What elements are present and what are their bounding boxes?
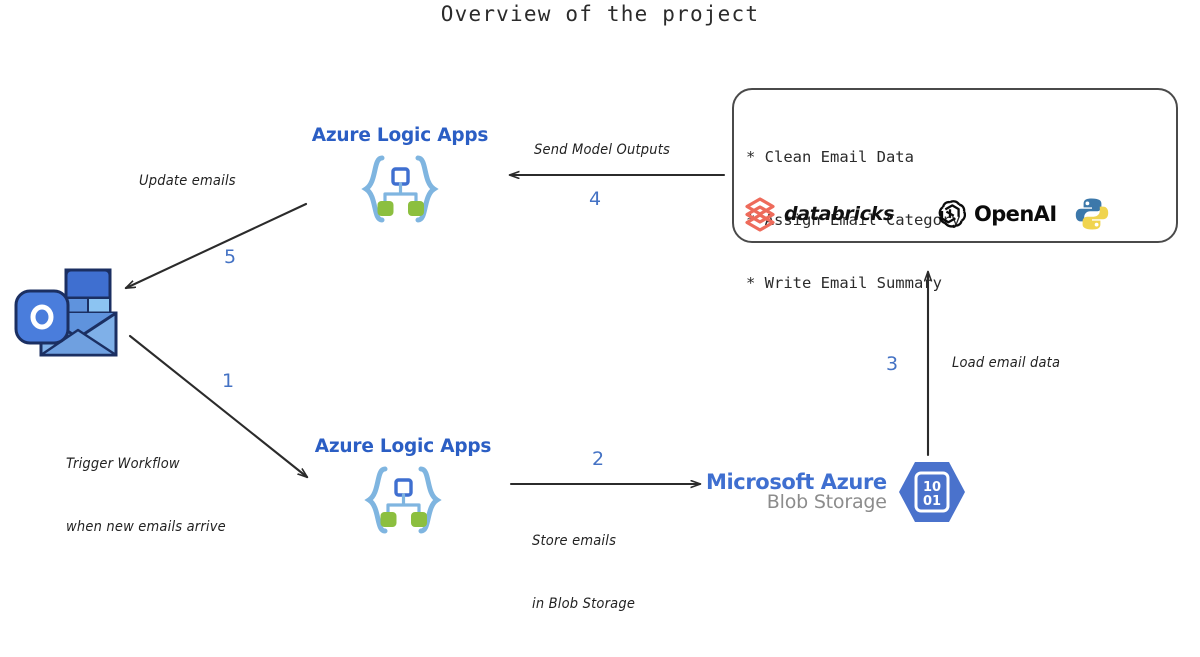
blob-storage-line1: Microsoft Azure [706,470,887,494]
arrow-1-label-line1: Trigger Workflow [66,456,180,473]
blob-storage-node[interactable]: Microsoft Azure Blob Storage 10 01 [706,460,967,524]
blob-storage-line2: Blob Storage [766,491,887,514]
arrow-2-label: Store emails in Blob Storage [532,489,635,657]
logic-apps-top-title: Azure Logic Apps [311,125,489,146]
blob-icon-digits-top: 10 [923,480,941,495]
arrow-4-step: 4 [589,188,602,210]
arrow-4-label: Send Model Outputs [534,142,671,158]
arrow-2-label-line2: in Blob Storage [532,596,636,613]
databricks-logo: databricks [744,192,894,236]
arrows-layer [0,0,1200,549]
arrow-5-line [126,202,308,290]
logic-apps-bottom-title: Azure Logic Apps [314,436,492,457]
python-logo [1074,192,1110,236]
blob-storage-icon: 10 01 [898,462,965,522]
outlook-node[interactable] [8,258,118,367]
process-task-item: * Clean Email Data [746,148,914,166]
logic-apps-icon-top [310,152,490,230]
arrow-1-line [128,334,307,477]
tech-logo-row: databricks Ope [744,192,1164,236]
arrow-3-label: Load email data [952,355,1061,371]
arrow-5-step: 5 [224,246,237,268]
openai-icon [938,200,966,228]
openai-logo: OpenAI [934,192,1057,236]
arrow-3-step: 3 [886,353,899,375]
diagram-canvas: Overview of the project [0,0,1200,612]
arrow-2-label-line1: Store emails [532,533,617,550]
arrow-5-label: Update emails [139,173,236,189]
logic-apps-icon-bottom [313,463,493,541]
python-icon [1075,198,1109,230]
logic-apps-top-node[interactable]: Azure Logic Apps [310,125,490,230]
arrow-1-label-line2: when new emails arrive [66,519,226,536]
openai-label: OpenAI [974,202,1057,226]
blob-storage-labels: Microsoft Azure Blob Storage [706,471,887,513]
databricks-icon [745,197,775,232]
blob-icon-digits-bottom: 01 [923,494,941,509]
page-title: Overview of the project [440,2,760,26]
process-task-item: * Write Email Summary [746,274,942,292]
arrow-2-step: 2 [592,448,605,470]
outlook-icon [14,268,118,357]
logic-apps-bottom-node[interactable]: Azure Logic Apps [313,436,493,541]
arrow-1-label: Trigger Workflow when new emails arrive [66,412,226,580]
databricks-label: databricks [784,203,895,225]
arrow-1-step: 1 [222,370,235,392]
process-task-list: * Clean Email Data * Assign Email Catego… [746,105,961,336]
